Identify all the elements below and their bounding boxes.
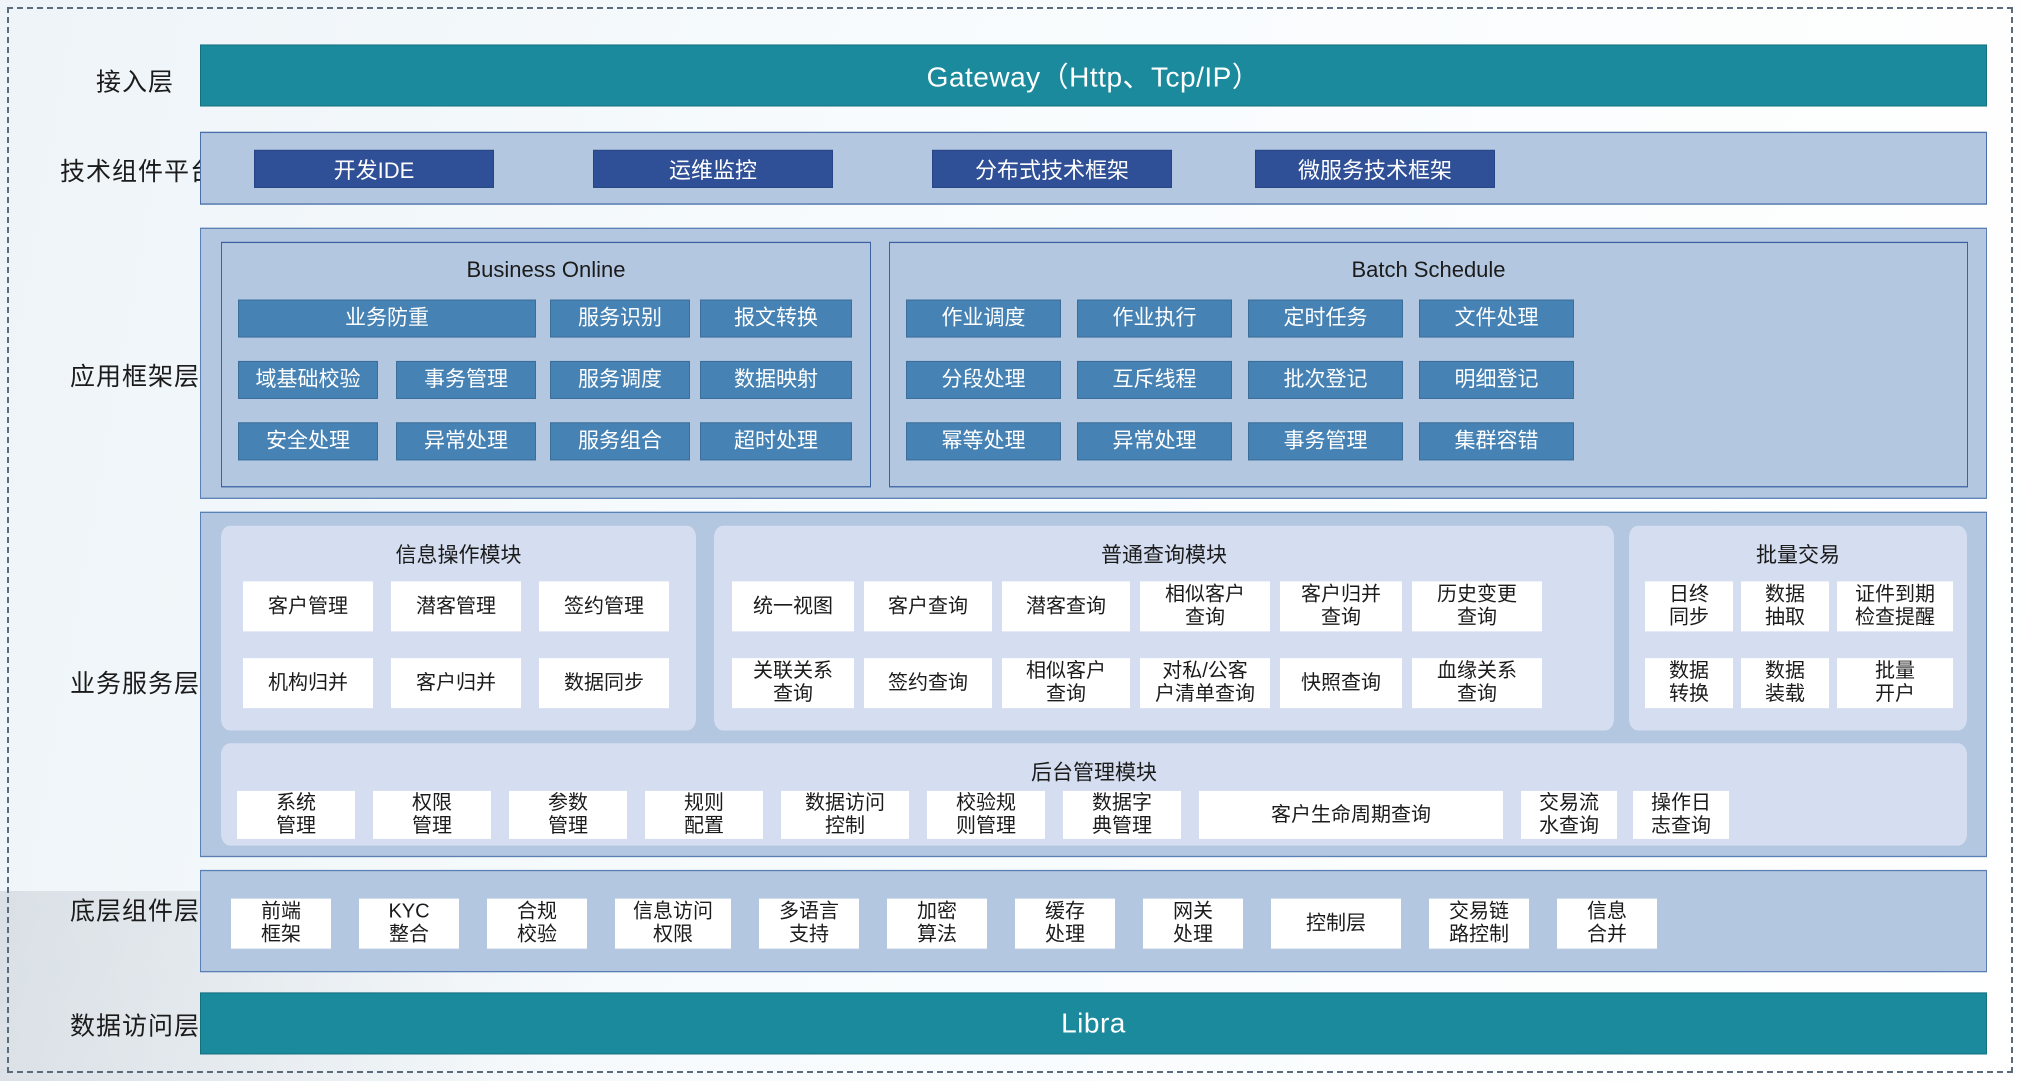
gateway-bar[interactable]: Gateway（Http、Tcp/IP） bbox=[200, 44, 1987, 107]
af-chip-message-transform[interactable]: 报文转换 bbox=[700, 299, 852, 338]
bc-chip-compliance-validation[interactable]: 合规校验 bbox=[487, 898, 587, 949]
group-title-business-online: Business Online bbox=[466, 256, 626, 282]
bs-chip-contract-query[interactable]: 签约查询 bbox=[864, 658, 992, 709]
af-chip-segment-processing[interactable]: 分段处理 bbox=[906, 360, 1061, 399]
libra-bar[interactable]: Libra bbox=[200, 992, 1987, 1055]
tech-chip-dev-ide[interactable]: 开发IDE bbox=[254, 149, 494, 188]
af-chip-job-schedule[interactable]: 作业调度 bbox=[906, 299, 1061, 338]
bc-chip-gateway-handling[interactable]: 网关处理 bbox=[1143, 898, 1243, 949]
bc-chip-cache-handling[interactable]: 缓存处理 bbox=[1015, 898, 1115, 949]
group-general-query: 普通查询模块 统一视图 客户查询 潜客查询 相似客户查询 客户归并查询 历史变更… bbox=[714, 525, 1614, 731]
layer-label-base-component: 底层组件层 bbox=[69, 897, 200, 926]
bc-chip-info-merge[interactable]: 信息合并 bbox=[1557, 898, 1657, 949]
af-chip-transaction-mgmt[interactable]: 事务管理 bbox=[396, 360, 536, 399]
bs-chip-customer-mgmt[interactable]: 客户管理 bbox=[243, 581, 373, 632]
af-chip-service-composition[interactable]: 服务组合 bbox=[550, 422, 690, 461]
bs-chip-prospect-query[interactable]: 潜客查询 bbox=[1002, 581, 1130, 632]
bs-chip-data-transform[interactable]: 数据转换 bbox=[1645, 658, 1733, 709]
af-chip-scheduled-task[interactable]: 定时任务 bbox=[1248, 299, 1403, 338]
tech-platform-panel: 开发IDE 运维监控 分布式技术框架 微服务技术框架 bbox=[200, 131, 1987, 205]
bs-chip-customer-merge-query[interactable]: 客户归并查询 bbox=[1280, 581, 1402, 632]
bs-chip-data-extract[interactable]: 数据抽取 bbox=[1741, 581, 1829, 632]
af-chip-security-handling[interactable]: 安全处理 bbox=[238, 422, 378, 461]
af-chip-domain-validation[interactable]: 域基础校验 bbox=[238, 360, 378, 399]
bs-chip-snapshot-query[interactable]: 快照查询 bbox=[1280, 658, 1402, 709]
layer-label-access: 接入层 bbox=[95, 68, 174, 97]
bs-chip-org-merge[interactable]: 机构归并 bbox=[243, 658, 373, 709]
group-info-operation: 信息操作模块 客户管理 潜客管理 签约管理 机构归并 客户归并 数据同步 bbox=[221, 525, 696, 731]
tech-chip-microservice-framework[interactable]: 微服务技术框架 bbox=[1255, 149, 1495, 188]
bs-chip-permission-mgmt[interactable]: 权限管理 bbox=[373, 790, 491, 839]
bs-chip-validation-rule-mgmt[interactable]: 校验规则管理 bbox=[927, 790, 1045, 839]
business-service-panel: 信息操作模块 客户管理 潜客管理 签约管理 机构归并 客户归并 数据同步 普通查… bbox=[200, 511, 1987, 858]
af-chip-business-dedup[interactable]: 业务防重 bbox=[238, 299, 536, 338]
bs-chip-rule-config[interactable]: 规则配置 bbox=[645, 790, 763, 839]
layer-label-tech-platform: 技术组件平台 bbox=[60, 158, 217, 187]
bs-chip-data-access-control[interactable]: 数据访问控制 bbox=[781, 790, 909, 839]
tech-chip-ops-monitoring[interactable]: 运维监控 bbox=[593, 149, 833, 188]
af-chip-file-handling[interactable]: 文件处理 bbox=[1419, 299, 1574, 338]
bs-chip-transaction-flow-query[interactable]: 交易流水查询 bbox=[1521, 790, 1617, 839]
bs-chip-cert-expiry-reminder[interactable]: 证件到期检查提醒 bbox=[1837, 581, 1953, 632]
af-chip-cluster-fault-tolerance[interactable]: 集群容错 bbox=[1419, 422, 1574, 461]
bs-chip-eod-sync[interactable]: 日终同步 bbox=[1645, 581, 1733, 632]
af-chip-batch-registration[interactable]: 批次登记 bbox=[1248, 360, 1403, 399]
af-chip-detail-registration[interactable]: 明细登记 bbox=[1419, 360, 1574, 399]
group-title-batch-transaction: 批量交易 bbox=[1756, 543, 1840, 567]
af-chip-job-execute[interactable]: 作业执行 bbox=[1077, 299, 1232, 338]
af-chip-mutex-thread[interactable]: 互斥线程 bbox=[1077, 360, 1232, 399]
layer-label-business-service: 业务服务层 bbox=[69, 669, 200, 698]
group-title-admin-module: 后台管理模块 bbox=[1031, 761, 1157, 785]
group-batch-transaction: 批量交易 日终同步 数据抽取 证件到期检查提醒 数据转换 数据装载 批量开户 bbox=[1629, 525, 1967, 731]
bs-chip-similar-customer-query-2[interactable]: 相似客户查询 bbox=[1002, 658, 1130, 709]
bs-chip-customer-query[interactable]: 客户查询 bbox=[864, 581, 992, 632]
group-title-batch-schedule: Batch Schedule bbox=[1351, 256, 1506, 282]
af-chip-data-mapping[interactable]: 数据映射 bbox=[700, 360, 852, 399]
bs-chip-history-change-query[interactable]: 历史变更查询 bbox=[1412, 581, 1542, 632]
app-framework-panel: Business Online 业务防重 服务识别 报文转换 域基础校验 事务管… bbox=[200, 227, 1987, 499]
bs-chip-contract-mgmt[interactable]: 签约管理 bbox=[539, 581, 669, 632]
bc-chip-encryption-algorithm[interactable]: 加密算法 bbox=[887, 898, 987, 949]
af-chip-idempotent-processing[interactable]: 幂等处理 bbox=[906, 422, 1061, 461]
bs-chip-unified-view[interactable]: 统一视图 bbox=[732, 581, 854, 632]
bc-chip-transaction-link-control[interactable]: 交易链路控制 bbox=[1429, 898, 1529, 949]
bs-chip-similar-customer-query-1[interactable]: 相似客户查询 bbox=[1140, 581, 1270, 632]
af-chip-timeout-handling[interactable]: 超时处理 bbox=[700, 422, 852, 461]
bs-chip-private-public-customer-list-query[interactable]: 对私/公客户清单查询 bbox=[1140, 658, 1270, 709]
af-chip-service-dispatch[interactable]: 服务调度 bbox=[550, 360, 690, 399]
af-chip-batch-exception-handling[interactable]: 异常处理 bbox=[1077, 422, 1232, 461]
bc-chip-multilanguage-support[interactable]: 多语言支持 bbox=[759, 898, 859, 949]
bs-chip-data-load[interactable]: 数据装载 bbox=[1741, 658, 1829, 709]
bs-chip-batch-account-open[interactable]: 批量开户 bbox=[1837, 658, 1953, 709]
af-chip-exception-handling[interactable]: 异常处理 bbox=[396, 422, 536, 461]
group-business-online: Business Online 业务防重 服务识别 报文转换 域基础校验 事务管… bbox=[221, 241, 871, 488]
bc-chip-control-layer[interactable]: 控制层 bbox=[1271, 898, 1401, 949]
bs-chip-parameter-mgmt[interactable]: 参数管理 bbox=[509, 790, 627, 839]
layer-label-data-access: 数据访问层 bbox=[69, 1012, 200, 1041]
bs-chip-lineage-query[interactable]: 血缘关系查询 bbox=[1412, 658, 1542, 709]
af-chip-service-identify[interactable]: 服务识别 bbox=[550, 299, 690, 338]
group-admin-module: 后台管理模块 系统管理 权限管理 参数管理 规则配置 数据访问控制 校验规则管理… bbox=[221, 743, 1967, 846]
bs-chip-customer-merge[interactable]: 客户归并 bbox=[391, 658, 521, 709]
tech-chip-distributed-framework[interactable]: 分布式技术框架 bbox=[932, 149, 1172, 188]
bs-chip-prospect-mgmt[interactable]: 潜客管理 bbox=[391, 581, 521, 632]
layer-label-app-framework: 应用框架层 bbox=[69, 362, 200, 391]
bc-chip-frontend-framework[interactable]: 前端框架 bbox=[231, 898, 331, 949]
bs-chip-operation-log-query[interactable]: 操作日志查询 bbox=[1633, 790, 1729, 839]
bs-chip-system-mgmt[interactable]: 系统管理 bbox=[237, 790, 355, 839]
group-title-info-operation: 信息操作模块 bbox=[395, 543, 522, 567]
bs-chip-customer-lifecycle-query[interactable]: 客户生命周期查询 bbox=[1199, 790, 1503, 839]
bs-chip-relationship-query[interactable]: 关联关系查询 bbox=[732, 658, 854, 709]
bc-chip-info-access-permission[interactable]: 信息访问权限 bbox=[615, 898, 731, 949]
bs-chip-data-sync[interactable]: 数据同步 bbox=[539, 658, 669, 709]
group-title-general-query: 普通查询模块 bbox=[1101, 543, 1227, 567]
af-chip-batch-transaction-mgmt[interactable]: 事务管理 bbox=[1248, 422, 1403, 461]
group-batch-schedule: Batch Schedule 作业调度 作业执行 定时任务 文件处理 分段处理 … bbox=[889, 241, 1968, 488]
bs-chip-data-dictionary-mgmt[interactable]: 数据字典管理 bbox=[1063, 790, 1181, 839]
